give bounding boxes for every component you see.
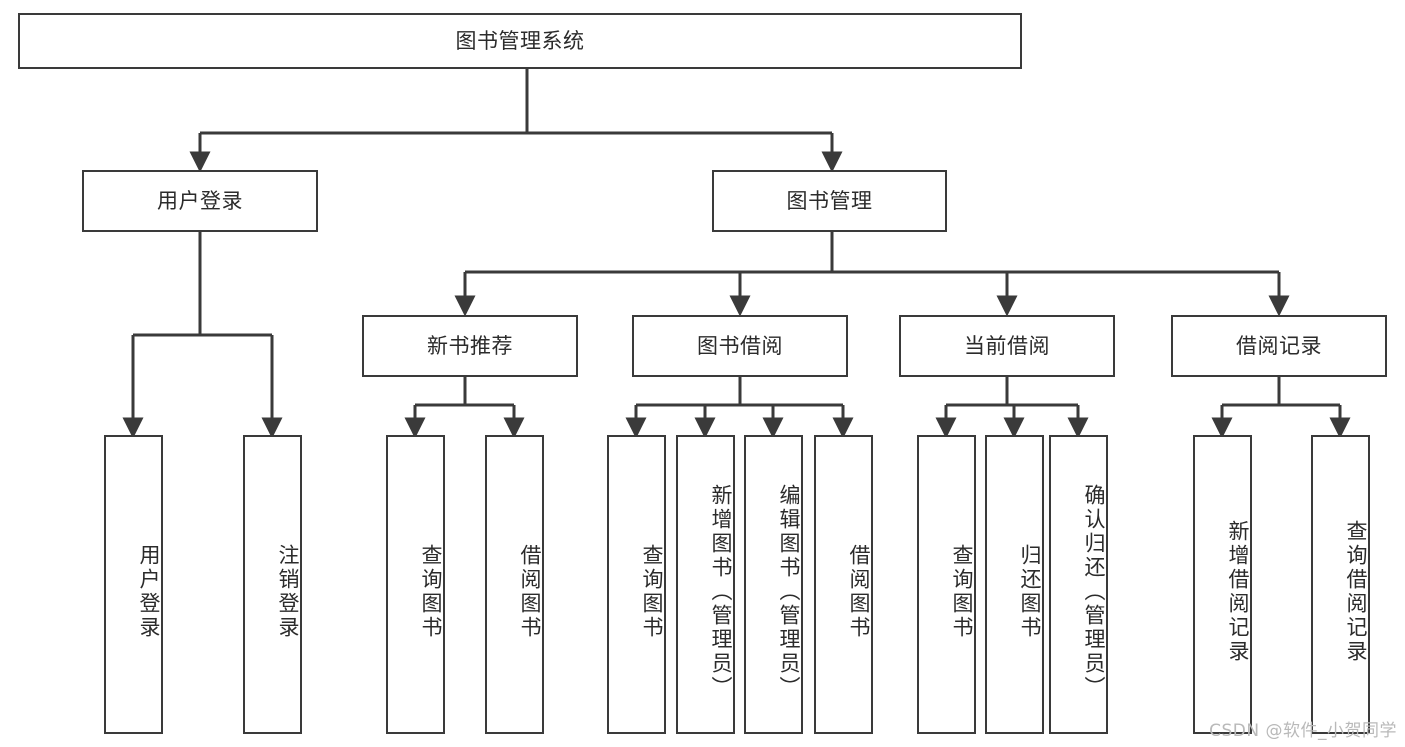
leaf-current-confirm-return-admin[interactable]: 确认归还（管理员）	[1049, 435, 1108, 734]
node-label: 查询借阅记录	[1344, 519, 1368, 664]
node-label: 用户登录	[137, 543, 161, 640]
node-book-management[interactable]: 图书管理	[712, 170, 947, 232]
node-root-system[interactable]: 图书管理系统	[18, 13, 1022, 69]
leaf-borrow-add-book-admin[interactable]: 新增图书（管理员）	[676, 435, 735, 734]
leaf-record-query-record[interactable]: 查询借阅记录	[1311, 435, 1370, 734]
node-book-borrow[interactable]: 图书借阅	[632, 315, 848, 377]
node-new-book-recommend[interactable]: 新书推荐	[362, 315, 578, 377]
node-label: 当前借阅	[964, 333, 1050, 358]
node-label: 图书借阅	[697, 333, 783, 358]
node-label: 新书推荐	[427, 333, 513, 358]
leaf-recommend-query-book[interactable]: 查询图书	[386, 435, 445, 734]
leaf-current-query-book[interactable]: 查询图书	[917, 435, 976, 734]
node-label: 新增借阅记录	[1226, 519, 1250, 664]
node-label: 查询图书	[950, 543, 974, 640]
node-label: 确认归还（管理员）	[1082, 483, 1106, 700]
node-label: 查询图书	[640, 543, 664, 640]
leaf-borrow-borrow-book[interactable]: 借阅图书	[814, 435, 873, 734]
leaf-user-login-login[interactable]: 用户登录	[104, 435, 163, 734]
leaf-record-add-record[interactable]: 新增借阅记录	[1193, 435, 1252, 734]
node-borrow-record[interactable]: 借阅记录	[1171, 315, 1387, 377]
node-label: 归还图书	[1018, 543, 1042, 640]
leaf-user-login-logout[interactable]: 注销登录	[243, 435, 302, 734]
node-label: 查询图书	[419, 543, 443, 640]
node-label: 编辑图书（管理员）	[777, 483, 801, 700]
leaf-current-return-book[interactable]: 归还图书	[985, 435, 1044, 734]
node-label: 借阅图书	[847, 543, 871, 640]
node-label: 图书管理	[786, 188, 873, 213]
node-label: 借阅记录	[1236, 333, 1322, 358]
leaf-borrow-edit-book-admin[interactable]: 编辑图书（管理员）	[744, 435, 803, 734]
node-label: 用户登录	[157, 188, 243, 213]
node-label: 图书管理系统	[455, 28, 585, 53]
csdn-watermark: CSDN @软件_小贺同学	[1209, 721, 1397, 741]
leaf-borrow-query-book[interactable]: 查询图书	[607, 435, 666, 734]
node-current-borrow[interactable]: 当前借阅	[899, 315, 1115, 377]
node-label: 注销登录	[276, 543, 300, 640]
node-user-login[interactable]: 用户登录	[82, 170, 318, 232]
leaf-recommend-borrow-book[interactable]: 借阅图书	[485, 435, 544, 734]
node-label: 借阅图书	[518, 543, 542, 640]
node-label: 新增图书（管理员）	[709, 483, 733, 700]
